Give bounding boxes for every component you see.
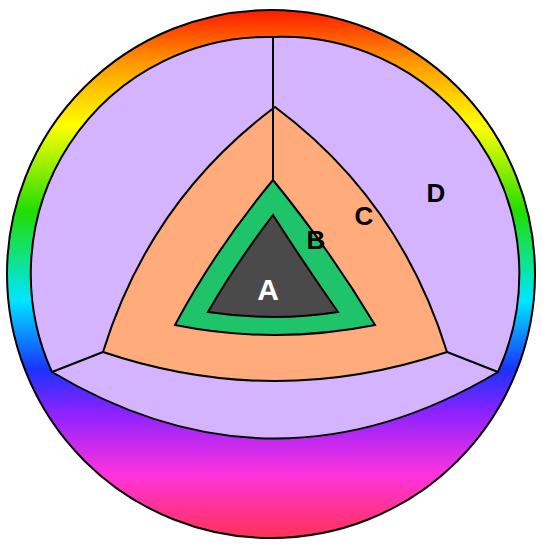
layer-label: C <box>355 203 374 229</box>
layer-label: B <box>307 227 326 253</box>
layer-a <box>208 215 338 317</box>
cut-line <box>52 352 103 372</box>
layer-c <box>103 107 447 381</box>
layer-label: A <box>257 275 279 305</box>
outer-rim <box>7 10 535 538</box>
layer-label: D <box>427 180 446 206</box>
cut-line <box>272 37 274 180</box>
cut-line <box>447 352 498 372</box>
layer-d <box>31 37 520 439</box>
layer-b <box>175 180 375 335</box>
